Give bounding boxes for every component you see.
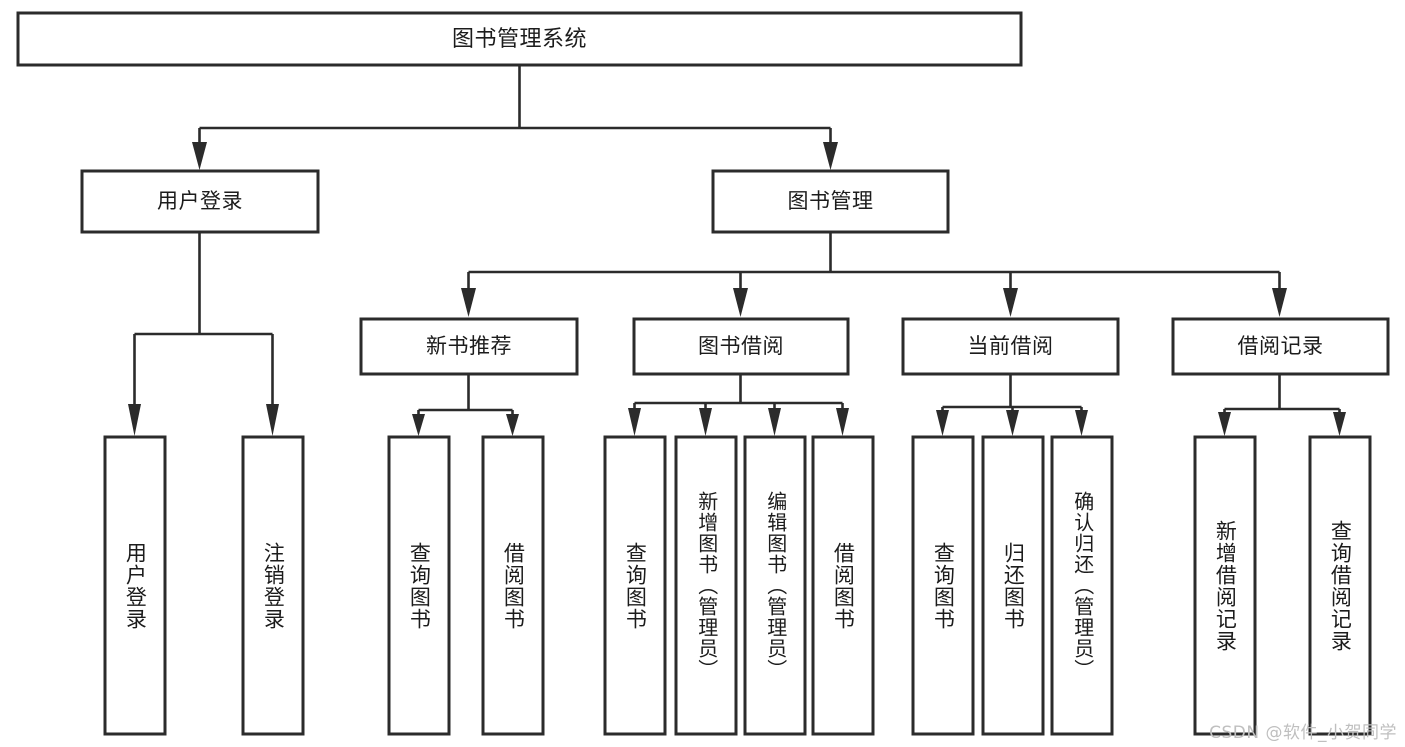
leaf-query-book-1-box[interactable] — [387, 435, 451, 736]
leaf-query-book-3-box[interactable] — [911, 435, 975, 736]
leaf-edit-book-box[interactable] — [743, 435, 807, 736]
leaf-user-logout-box[interactable] — [241, 435, 305, 736]
node-root[interactable]: 图书管理系统 — [16, 11, 1023, 67]
node-user-login-label: 用户登录 — [157, 189, 243, 213]
leaf-add-book-box[interactable] — [674, 435, 738, 736]
arrow-head-leaf-borrow-book-2 — [836, 408, 849, 436]
node-new-book-recommend-box[interactable] — [359, 317, 579, 376]
node-current-borrow-label: 当前借阅 — [968, 334, 1054, 358]
node-new-book-recommend-label: 新书推荐 — [426, 334, 512, 358]
leaf-query-book-2-box[interactable] — [603, 435, 667, 736]
node-book-borrow-box[interactable] — [632, 317, 850, 376]
node-root-label: 图书管理系统 — [452, 27, 587, 52]
connectors-group — [128, 66, 1346, 436]
node-book-manage[interactable]: 图书管理 — [711, 169, 950, 234]
node-book-borrow[interactable]: 图书借阅 — [632, 317, 850, 376]
arrow-head-leaf-confirm-return — [1075, 410, 1088, 436]
arrow-head-leaf-query-record — [1333, 412, 1346, 436]
arrow-head-leaf-add-book — [699, 408, 712, 436]
arrow-head-leaf-query-book-1 — [412, 414, 425, 436]
leaf-return-book-box[interactable] — [981, 435, 1045, 736]
csdn-watermark: CSDN @软件_小贺同学 — [1209, 723, 1397, 743]
arrow-head-borrow-record — [1272, 288, 1287, 317]
node-borrow-record-box[interactable] — [1171, 317, 1390, 376]
arrow-head-current-borrow — [1003, 288, 1018, 317]
arrow-head-leaf-borrow-book-1 — [506, 414, 519, 436]
arrow-head-book-borrow — [733, 288, 748, 317]
leaf-user-login-box[interactable] — [103, 435, 167, 736]
node-book-manage-label: 图书管理 — [788, 189, 874, 213]
node-current-borrow-box[interactable] — [901, 317, 1120, 376]
arrow-head-leaf-return-book — [1006, 410, 1019, 436]
leaf-borrow-book-1-box[interactable] — [481, 435, 545, 736]
arrow-head-book-manage — [823, 142, 838, 170]
arrow-head-leaf-query-book-3 — [936, 410, 949, 436]
leaf-confirm-return-box[interactable] — [1050, 435, 1114, 736]
node-user-login-box[interactable] — [80, 169, 320, 234]
node-new-book-recommend[interactable]: 新书推荐 — [359, 317, 579, 376]
arrow-head-leaf-add-record — [1218, 412, 1231, 436]
arrow-head-leaf-user-logout — [266, 404, 279, 436]
leaf-borrow-book-2-box[interactable] — [811, 435, 875, 736]
arrow-head-leaf-edit-book — [768, 408, 781, 436]
arrow-head-leaf-query-book-2 — [628, 408, 641, 436]
node-user-login[interactable]: 用户登录 — [80, 169, 320, 234]
arrow-head-leaf-user-login — [128, 404, 141, 436]
arrow-head-user-login — [192, 142, 207, 170]
node-book-manage-box[interactable] — [711, 169, 950, 234]
leaf-add-record-box[interactable] — [1193, 435, 1257, 736]
node-borrow-record[interactable]: 借阅记录 — [1171, 317, 1390, 376]
leaf-boxes-group — [103, 435, 1372, 736]
node-book-borrow-label: 图书借阅 — [698, 334, 784, 358]
node-borrow-record-label: 借阅记录 — [1238, 334, 1324, 358]
arrow-head-new-book-recommend — [461, 288, 476, 317]
node-current-borrow[interactable]: 当前借阅 — [901, 317, 1120, 376]
node-root-box[interactable] — [16, 11, 1023, 67]
leaf-query-record-box[interactable] — [1308, 435, 1372, 736]
